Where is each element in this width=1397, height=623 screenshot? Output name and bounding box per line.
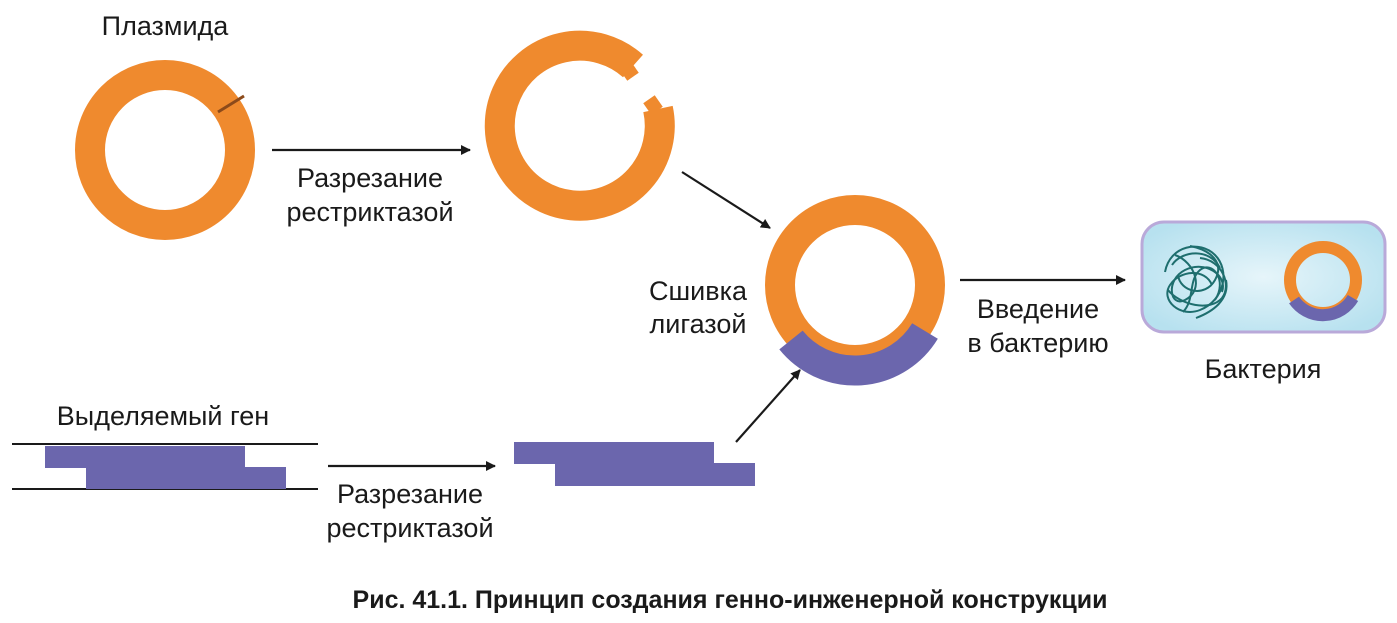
cut1-label-line2: рестриктазой bbox=[286, 197, 453, 227]
insert-label-line2: в бактерию bbox=[967, 328, 1108, 358]
bacterium-plasmid bbox=[1284, 241, 1362, 322]
figure-caption: Рис. 41.1. Принцип создания генно-инжене… bbox=[353, 586, 1108, 614]
plasmid-label: Плазмида bbox=[102, 11, 230, 41]
gene-in-dna bbox=[12, 443, 318, 490]
arrow-gene-to-recombinant bbox=[735, 369, 801, 443]
cut2-label-line1: Разрезание bbox=[337, 479, 483, 509]
cut1-label-line1: Разрезание bbox=[297, 163, 443, 193]
inserted-gene-segment bbox=[779, 322, 938, 386]
recombinant-plasmid bbox=[765, 195, 945, 386]
ligation-label-line2: лигазой bbox=[650, 309, 747, 339]
insert-label-line1: Введение bbox=[977, 294, 1099, 324]
bacterium bbox=[1140, 220, 1387, 334]
intact-plasmid bbox=[75, 60, 255, 240]
bacterium-label: Бактерия bbox=[1205, 354, 1322, 384]
bacterial-chromosome bbox=[1164, 245, 1228, 319]
opened-plasmid bbox=[484, 30, 675, 221]
gene-label: Выделяемый ген bbox=[57, 401, 269, 431]
cut2-label-line2: рестриктазой bbox=[326, 513, 493, 543]
ligation-label-line1: Сшивка bbox=[649, 276, 748, 306]
arrow-to-recombinant bbox=[681, 171, 771, 229]
restriction-site-mark bbox=[217, 94, 245, 114]
excised-gene bbox=[514, 442, 755, 486]
